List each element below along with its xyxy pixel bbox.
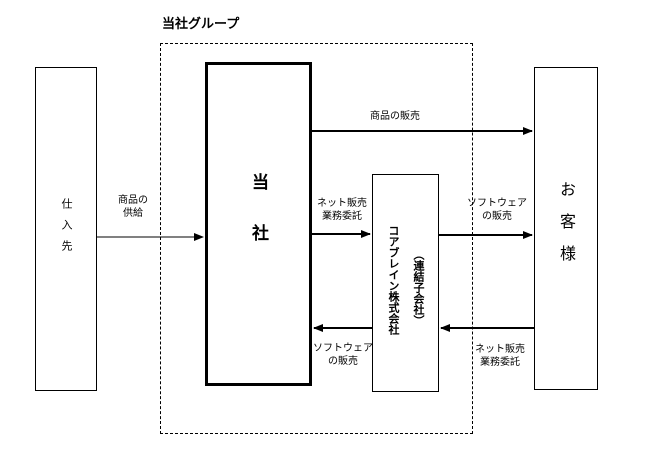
subsidiary-box: コアブレイン株式会社 （連結子会社） (372, 174, 439, 392)
customer-label: お客様 (557, 180, 576, 277)
supplier-box: 仕入先 (35, 67, 97, 391)
company-label: 当社 (248, 173, 268, 275)
customer-box: お客様 (534, 67, 598, 390)
label-software-sales-sub: ソフトウェア の販売 (467, 198, 527, 222)
group-title: 当社グループ (162, 17, 240, 32)
label-product-sales: 商品の販売 (370, 111, 420, 122)
subsidiary-note: （連結子会社） (412, 249, 425, 326)
label-outsourcing-to-sub: ネット販売 業務委託 (317, 198, 367, 222)
subsidiary-name: コアブレイン株式会社 (387, 225, 400, 335)
label-software-sales-company: ソフトウェア の販売 (313, 343, 373, 367)
supplier-label: 仕入先 (60, 197, 73, 261)
company-box: 当社 (205, 62, 312, 386)
label-outsourcing-from-customer: ネット販売 業務委託 (475, 344, 525, 368)
label-supply: 商品の 供給 (118, 195, 148, 219)
